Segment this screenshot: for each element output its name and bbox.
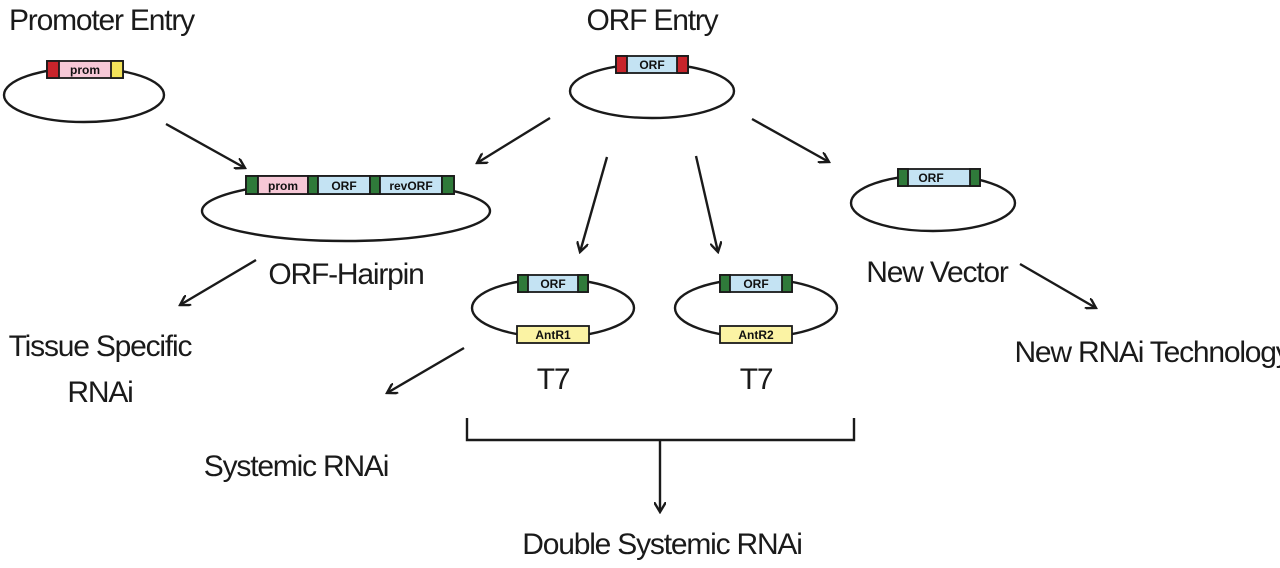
revorf-segment-label: revORF <box>389 179 432 193</box>
arrow-vector-to-technology <box>1019 262 1096 308</box>
orf-segment-label: ORF <box>918 171 943 185</box>
orf-entry-label: ORF Entry <box>587 4 719 37</box>
orf-segment-label: ORF <box>540 277 565 291</box>
arrow-orf-to-hairpin <box>477 116 551 163</box>
red-cap <box>46 60 60 79</box>
arrow-orf-to-antr1 <box>580 156 609 252</box>
yellow-cap <box>110 60 124 79</box>
arrow-orf-to-antr2 <box>694 155 718 252</box>
green-cap <box>577 274 589 293</box>
double-systemic-rnai-label: Double Systemic RNAi <box>522 528 801 561</box>
arrow-antr1-to-systemic <box>387 346 465 393</box>
green-cap <box>719 274 731 293</box>
new-rnai-technology-label: New RNAi Technology <box>1014 336 1280 369</box>
green-cap <box>307 175 319 195</box>
t7-left-label: T7 <box>537 363 570 396</box>
antr1-cassette <box>516 325 590 344</box>
arrow-orf-to-new-vector <box>751 117 829 162</box>
orf-hairpin-plasmid: prom ORF revORF <box>200 175 492 243</box>
promoter-entry-plasmid: prom <box>2 60 166 124</box>
new-vector-label: New Vector <box>866 256 1009 289</box>
green-cap <box>517 274 529 293</box>
red-cap <box>676 55 689 74</box>
antr1-segment-label: AntR1 <box>535 328 571 342</box>
green-cap <box>369 175 381 195</box>
orf-segment-label: ORF <box>743 277 768 291</box>
new-vector-plasmid: ORF <box>849 168 1017 233</box>
orf-entry-plasmid: ORF <box>568 55 736 120</box>
antr2-segment-label: AntR2 <box>738 328 774 342</box>
orf-segment-label: ORF <box>639 58 664 72</box>
prom-segment-label: prom <box>70 63 100 77</box>
antr2-cassette <box>719 325 793 344</box>
green-cap <box>781 274 793 293</box>
arrow-promoter-to-hairpin <box>165 122 245 168</box>
tissue-specific-label: Tissue Specific <box>9 330 193 363</box>
red-cap <box>615 55 628 74</box>
orf-segment-label: ORF <box>331 179 356 193</box>
green-cap <box>897 168 909 187</box>
promoter-entry-label: Promoter Entry <box>9 4 195 37</box>
arrow-hairpin-to-tissue <box>180 258 257 305</box>
orf-hairpin-label: ORF-Hairpin <box>268 258 423 291</box>
t7-antr1-plasmid: ORF AntR1 <box>470 274 636 344</box>
t7-right-label: T7 <box>740 363 773 396</box>
combine-bracket <box>465 418 856 442</box>
green-cap <box>969 168 981 187</box>
green-cap <box>245 175 259 195</box>
prom-segment-label: prom <box>268 179 298 193</box>
t7-antr2-plasmid: ORF AntR2 <box>673 274 839 344</box>
tissue-specific-rnai-label: RNAi <box>67 376 132 409</box>
systemic-rnai-label: Systemic RNAi <box>204 450 388 483</box>
green-cap <box>441 175 455 195</box>
